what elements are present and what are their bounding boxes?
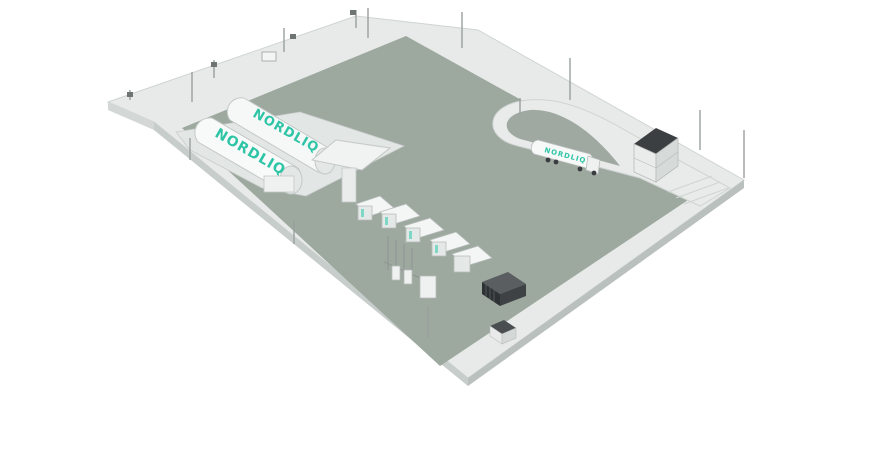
parking-bays [667, 175, 729, 205]
info-sign [261, 51, 277, 62]
lamp-heads [127, 10, 356, 97]
lamp-posts [129, 8, 745, 338]
equipment-vessels [391, 265, 437, 299]
process-container-accents [361, 209, 438, 253]
tanker-truck: NORDLIQ [530, 139, 601, 176]
platform-edge-back [108, 102, 154, 130]
tank-canopy [263, 139, 392, 203]
control-building [633, 128, 679, 183]
small-kiosk [489, 320, 517, 345]
platform-edge-right [468, 180, 744, 386]
cooling-unit [482, 272, 526, 306]
truck-loop-inner [506, 109, 620, 166]
platform-edge-left [154, 122, 468, 386]
